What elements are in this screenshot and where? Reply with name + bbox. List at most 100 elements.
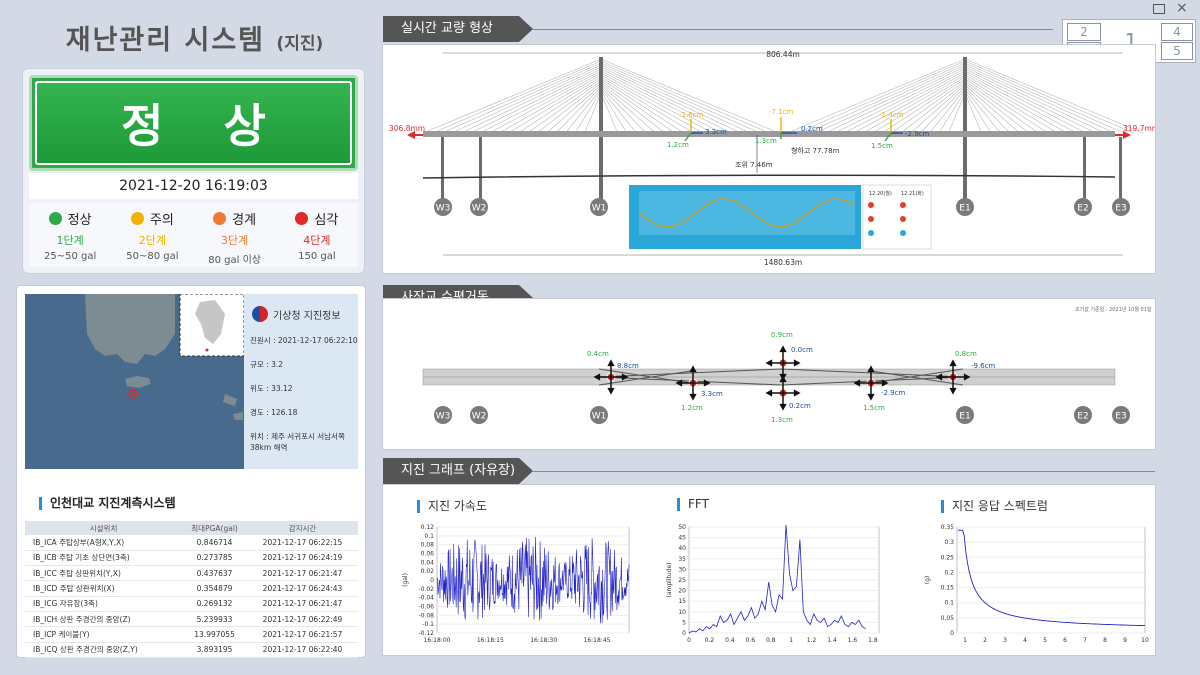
table-cell: 2021-12-17 06:24:43 (247, 580, 358, 597)
pier-label: E2 (1077, 412, 1088, 422)
h-e1-top: 0.8cm (955, 350, 977, 358)
y-tick-label: -0.02 (418, 586, 434, 593)
layout-cell-4[interactable]: 4 (1161, 23, 1193, 41)
y-tick-label: 0.02 (421, 568, 435, 575)
pier-e2-icon (1074, 198, 1092, 216)
pylon-w1 (599, 57, 603, 203)
right-disp-label: 319.7mm (1123, 124, 1155, 133)
disp-a1: -1.6cm (679, 111, 704, 119)
pier-label: W3 (436, 204, 451, 214)
y-tick-label: 0.05 (941, 615, 955, 622)
table-cell: 0.354879 (182, 580, 247, 597)
column-header: 시설위치 (25, 521, 183, 535)
table-cell: 2021-12-17 06:21:47 (247, 596, 358, 612)
level-range: 25~50 gal (43, 251, 97, 262)
earthquake-panel: 기상청 지진정보 진원시 : 2021-12-17 06:22:10 규모 : … (16, 285, 366, 658)
accel-series (436, 536, 630, 624)
level-name: 주의 (149, 213, 174, 228)
x-tick-label: 1.6 (848, 637, 858, 644)
divider (533, 29, 1053, 30)
pier-e3-icon (1112, 198, 1130, 216)
epicenter-map[interactable] (25, 294, 244, 469)
disp-b1: -7.1cm (769, 108, 794, 116)
level-stage: 2단계 (138, 234, 166, 247)
kma-time: 진원시 : 2021-12-17 06:22:10 (250, 336, 358, 345)
accel-title: 지진 가속도 (417, 497, 487, 514)
y-tick-label: 0.06 (421, 551, 435, 558)
table-cell: 0.437637 (182, 565, 247, 582)
y-tick-label: -0.08 (418, 612, 434, 619)
tide-chart-card[interactable]: 12.20(월) 12.21(화) (629, 184, 932, 250)
h-l2b: 1.2cm (681, 404, 703, 412)
x-tick-label: 9 (1123, 637, 1127, 644)
x-tick-label: 0.6 (746, 637, 756, 644)
water-line (422, 174, 1116, 179)
y-tick-label: 50 (678, 524, 686, 531)
left-disp-label: 306.8mm (389, 124, 425, 133)
x-tick-label: 2 (983, 637, 987, 644)
y-tick-label: 5 (682, 619, 686, 626)
bridge-panel: 806.44m 1480.63m 306.8mm 319.7mm 형하고 77.… (382, 44, 1159, 274)
pier-label: W1 (592, 412, 607, 422)
y-tick-label: 15 (678, 598, 686, 605)
layout-cell-2[interactable]: 2 (1067, 23, 1101, 41)
pier-label: E2 (1077, 204, 1088, 214)
tide-label: 조위 7.46m (735, 161, 773, 169)
pier-e1-icon (956, 198, 974, 216)
tab-graphs[interactable]: 지진 그래프 (자유장) (383, 458, 533, 484)
table-cell: 2021-12-17 06:21:57 (247, 626, 358, 643)
column-header: 감지시간 (247, 521, 358, 535)
baseline-note: 초기값 기준일 : 2021년 10월 01일 (1075, 306, 1152, 313)
epicenter-marker (128, 389, 138, 399)
disp-a2: 3.3cm (705, 128, 727, 136)
clearance-label: 형하고 77.78m (791, 146, 840, 155)
accel-chart[interactable]: 0.120.10.080.060.040.020-0.02-0.04-0.06-… (401, 521, 641, 651)
fullscreen-icon[interactable] (1153, 4, 1165, 14)
fft-title: FFT (677, 497, 709, 511)
pier-w1-icon (590, 406, 608, 424)
x-tick-label: 16:18:15 (477, 637, 504, 644)
layout-cell-5[interactable]: 5 (1161, 42, 1193, 60)
status-indicator: 정상 (29, 75, 358, 171)
x-tick-label: 0.2 (705, 637, 715, 644)
table-cell: IB_ICP 케이블(Y) (25, 626, 183, 643)
level-range: 50~80 gal (126, 251, 179, 262)
x-tick-label: 8 (1103, 637, 1107, 644)
bridge-deck (423, 131, 1115, 137)
disp-a3: 1.2cm (667, 141, 689, 149)
x-tick-label: 4 (1023, 637, 1027, 644)
y-tick-label: 0.08 (421, 542, 435, 549)
tab-bridge-shape[interactable]: 실시간 교량 형상 (383, 16, 533, 42)
y-tick-label: 0.3 (944, 539, 954, 546)
h-r2: -2.9cm (881, 389, 906, 397)
y-tick-label: 25 (678, 577, 686, 584)
close-icon[interactable]: × (1176, 0, 1188, 16)
table-cell: 2021-12-17 06:22:49 (247, 611, 358, 628)
level-stage: 4단계 (303, 234, 331, 247)
pier-e2-icon (1074, 406, 1092, 424)
pier-label: E3 (1115, 204, 1126, 214)
pier-w3-icon (434, 198, 452, 216)
pier-label: W2 (472, 412, 487, 422)
h-w1-right: 8.8cm (617, 362, 639, 370)
y-tick-label: 10 (678, 609, 686, 616)
x-tick-label: 1.2 (807, 637, 817, 644)
y-tick-label: -0.04 (418, 595, 434, 602)
disp-c2: -2.9cm (905, 130, 930, 138)
kma-magnitude: 규모 : 3.2 (250, 360, 284, 369)
spectrum-series (957, 529, 1145, 627)
y-tick-label: -0.12 (418, 630, 434, 637)
spectrum-title: 지진 응답 스펙트럼 (941, 497, 1048, 514)
divider (533, 471, 1155, 472)
x-tick-label: 0.8 (766, 637, 776, 644)
